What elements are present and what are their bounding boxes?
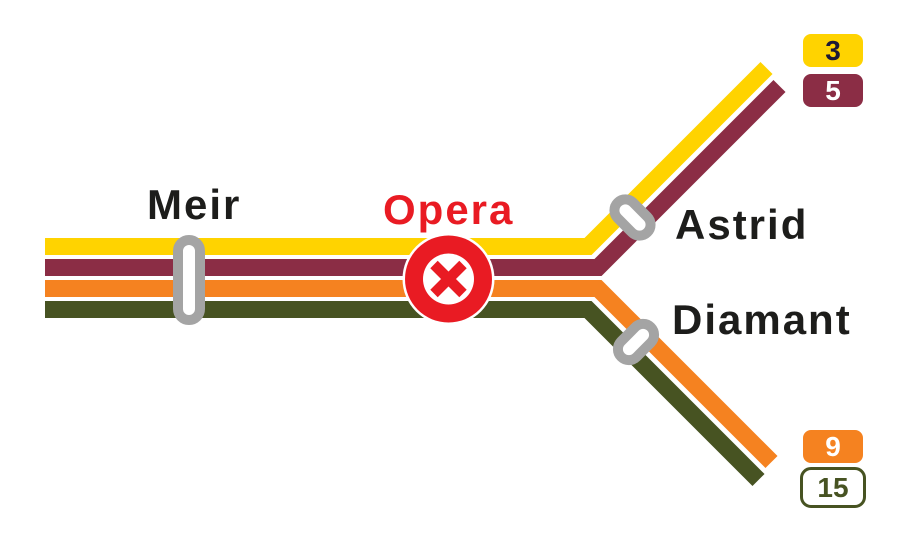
station-marker-astrid-icon	[609, 194, 656, 241]
line-badge-5: 5	[800, 71, 866, 110]
line-badge-15: 15	[800, 467, 866, 508]
line-badge-3: 3	[800, 31, 866, 70]
station-label-diamant: Diamant	[672, 296, 852, 343]
station-label-opera: Opera	[383, 186, 515, 233]
line-badge-9: 9	[800, 427, 866, 466]
station-label-meir: Meir	[147, 181, 242, 228]
line-9-path	[45, 280, 778, 469]
station-marker-diamant-icon	[612, 318, 660, 366]
closed-icon-x	[430, 260, 467, 298]
line-3-path	[45, 61, 773, 255]
station-label-astrid: Astrid	[675, 201, 809, 248]
station-closed-opera-icon	[402, 233, 495, 325]
line-15-path	[45, 301, 765, 487]
station-marker-meir-icon	[173, 235, 205, 325]
line-5-path	[45, 79, 786, 276]
